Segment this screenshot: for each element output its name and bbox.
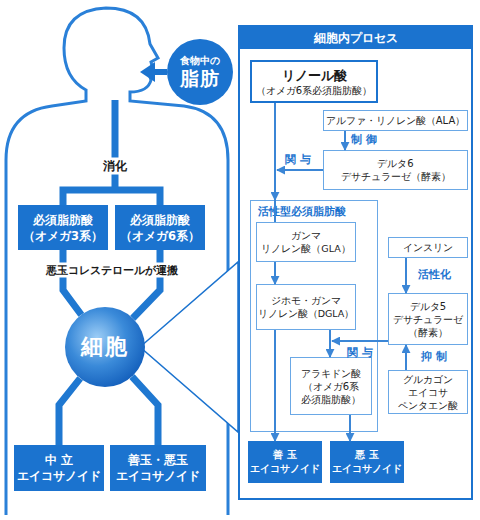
- process-label: 消化: [100, 158, 130, 175]
- flow-arrow: [274, 330, 276, 441]
- edge-label: 抑 制: [421, 350, 447, 364]
- transport-line: [132, 377, 158, 445]
- acid-box: リノール酸（オメガ6系必須脂肪酸）: [250, 60, 378, 103]
- process-panel: 細胞内プロセスリノール酸（オメガ6系必須脂肪酸）アルファ・リノレン酸（ALA）デ…: [238, 25, 473, 500]
- transport-line: [133, 250, 160, 318]
- eicosanoid-box: 善 玉エイコサノイド: [248, 441, 322, 483]
- enzyme-box: デルタ6デサチュラーゼ（酵素）: [323, 150, 468, 190]
- flow-arrow: [405, 258, 407, 293]
- node-text: 必須脂肪酸: [33, 212, 93, 228]
- flow-arrow: [274, 103, 276, 200]
- node-text: 善 玉: [273, 448, 296, 462]
- node-text: エイコサノイド: [332, 462, 402, 476]
- node-text: グルカゴン: [403, 373, 453, 386]
- node-text: ペンタエン酸: [398, 399, 458, 412]
- node-text: デサチュラーゼ: [393, 313, 463, 326]
- node-text: （オメガ6系）: [120, 228, 200, 244]
- node-text: リノレン酸（GLA）: [261, 242, 350, 255]
- callout-wedge: [140, 262, 238, 432]
- group-box: 活性型必須脂肪酸ガンマリノレン酸（GLA） ジホモ・ガンマリノレン酸（DGLA） ア…: [250, 200, 378, 432]
- node-text: 脂肪: [180, 67, 220, 89]
- transport-line: [59, 378, 80, 445]
- node-text: 活性型必須脂肪酸: [251, 201, 346, 218]
- node-text: エイコサ: [408, 386, 448, 399]
- node-text: エイコサノイド: [250, 462, 320, 476]
- flow-line: [274, 200, 276, 222]
- node-text: アルファ・リノレン酸（ALA）: [326, 114, 465, 127]
- involvement-arrow: [332, 340, 388, 342]
- acid-box: アルファ・リノレン酸（ALA）: [323, 110, 468, 131]
- acid-box: ガンマリノレン酸（GLA）: [256, 222, 356, 262]
- node-text: 細胞: [81, 332, 129, 362]
- intake-arrow-head: [140, 62, 155, 82]
- node-text: 必須脂肪酸: [130, 212, 190, 228]
- flow-arrow: [274, 262, 276, 284]
- flow-arrow: [349, 415, 351, 441]
- body-silhouette: [6, 8, 228, 515]
- note-label: 悪玉コレステロールが運搬: [44, 263, 180, 278]
- node-text: （オメガ6系: [303, 380, 359, 393]
- node-text: 細胞内プロセス: [240, 27, 471, 49]
- node-text: エイコサノイド: [17, 468, 101, 484]
- relation-label: 関 与: [347, 346, 373, 360]
- food-fat-circle: 食物中の脂肪: [167, 39, 233, 105]
- node-text: 中 立: [45, 452, 73, 468]
- fatty-acid-box: 必須脂肪酸（オメガ6系）: [115, 205, 205, 250]
- cell-circle: 細胞: [65, 307, 145, 387]
- node-text: エイコサノイド: [116, 468, 200, 484]
- transport-line: [63, 250, 81, 315]
- acid-box: アラキドン酸（オメガ6系必須脂肪酸）: [290, 357, 372, 415]
- involvement-arrow: [277, 169, 323, 171]
- node-text: デルタ6: [377, 157, 413, 170]
- node-text: アラキドン酸: [301, 367, 361, 380]
- flow-arrow: [405, 345, 407, 370]
- acid-box: ジホモ・ガンマリノレン酸（DGLA）: [256, 284, 356, 330]
- node-text: ガンマ: [291, 229, 321, 242]
- hormone-box: グルカゴンエイコサペンタエン酸: [388, 370, 468, 414]
- node-text: （酵素）: [408, 326, 448, 339]
- intake-arrow-shaft: [153, 69, 167, 75]
- enzyme-box: デルタ5デサチュラーゼ（酵素）: [388, 293, 468, 345]
- node-text: 食物中の: [180, 55, 220, 67]
- eicosanoid-box: 善玉・悪玉エイコサノイド: [110, 445, 206, 491]
- flow-arrow: [344, 131, 346, 150]
- node-text: リノレン酸（DGLA）: [258, 307, 355, 320]
- node-text: リノール酸: [282, 67, 347, 84]
- eicosanoid-box: 中 立エイコサノイド: [14, 445, 104, 491]
- node-text: デサチュラーゼ（酵素）: [341, 170, 451, 183]
- node-text: インスリン: [403, 241, 453, 254]
- edge-label: 活性化: [418, 268, 451, 282]
- circle-shape: [167, 39, 233, 105]
- node-text: 悪 玉: [355, 448, 378, 462]
- node-text: 善玉・悪玉: [128, 452, 188, 468]
- node-text: 必須脂肪酸）: [301, 393, 361, 406]
- hormone-box: インスリン: [388, 237, 468, 258]
- node-text: ジホモ・ガンマ: [271, 294, 341, 307]
- eicosanoid-box: 悪 玉エイコサノイド: [330, 441, 404, 483]
- flow-arrow: [329, 330, 331, 357]
- circle-shape: [65, 307, 145, 387]
- relation-label: 関 与: [285, 153, 311, 167]
- digestive-tract: [112, 100, 119, 158]
- fatty-acid-box: 必須脂肪酸（オメガ3系）: [18, 205, 108, 250]
- node-text: （オメガ3系）: [23, 228, 103, 244]
- node-text: （オメガ6系必須脂肪酸）: [256, 84, 372, 97]
- digestion-split: [60, 174, 164, 205]
- edge-label: 制 御: [351, 133, 377, 147]
- node-text: デルタ5: [410, 300, 446, 313]
